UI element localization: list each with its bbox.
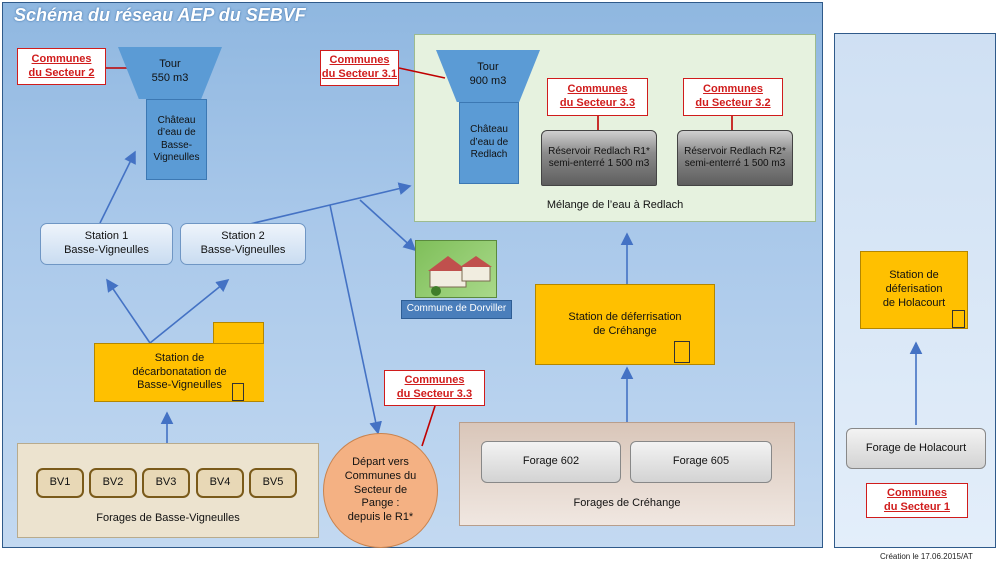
connector-s31: [398, 67, 446, 79]
well-bv4: BV4: [196, 468, 244, 498]
arrow-decarb-to-station2: [149, 278, 230, 344]
redlach-zone-label: Mélange de l’eau à Redlach: [546, 199, 684, 212]
forage-holacourt: Forage de Holacourt: [846, 428, 986, 469]
reservoir-redlach-r2: Réservoir Redlach R2*semi-enterré 1 500 …: [677, 130, 793, 186]
creation-credit: Création le 17.06.2015/AT: [880, 552, 973, 561]
reservoir-redlach-r1: Réservoir Redlach R1*semi-enterré 1 500 …: [541, 130, 657, 186]
diagram-title: Schéma du réseau AEP du SEBVF: [14, 5, 306, 25]
holacourt-door-icon: [952, 310, 965, 328]
dorviller-village-image: [415, 240, 497, 298]
forages-crehange-label: Forages de Créhange: [573, 497, 681, 510]
forage-605: Forage 605: [630, 441, 772, 483]
dorviller-label: Commune de Dorviller: [401, 300, 512, 319]
crehange-door-icon: [674, 341, 690, 363]
arrow-decarb-to-station1: [106, 278, 151, 344]
houses-illustration-icon: [428, 256, 492, 296]
forage-602: Forage 602: [481, 441, 621, 483]
well-bv3: BV3: [142, 468, 190, 498]
well-bv5: BV5: [249, 468, 297, 498]
decarb-door-icon: [232, 383, 244, 401]
connector-depart: [421, 405, 436, 447]
arrow-to-dorviller: [359, 199, 417, 252]
arrow-to-depart: [329, 204, 382, 435]
arrow-station1-to-tower: [99, 150, 136, 224]
forages-basse-vigneulles-label: Forages de Basse-Vigneulles: [96, 512, 240, 525]
well-bv2: BV2: [89, 468, 137, 498]
well-bv1: BV1: [36, 468, 84, 498]
